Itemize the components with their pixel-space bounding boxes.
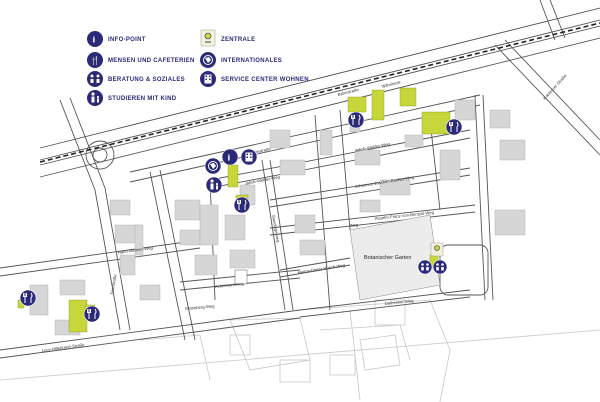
marker-studieren-mit-kind[interactable] bbox=[205, 176, 223, 194]
svg-text:🍴: 🍴 bbox=[90, 55, 100, 65]
legend-item-beratung: BERATUNG & SOZIALES bbox=[87, 71, 185, 87]
label-jakob-welder: Jakob-Welder-Weg bbox=[244, 174, 281, 186]
marker-beratung-2[interactable] bbox=[432, 259, 448, 275]
road-network bbox=[0, 0, 600, 359]
marker-service-center[interactable] bbox=[240, 148, 258, 166]
legend-label-service: SERVICE CENTER WOHNEN bbox=[221, 77, 309, 83]
svg-text:i: i bbox=[93, 36, 96, 45]
label-anselm-franz: Anselm-Franz-von-Bentzel-Weg bbox=[375, 210, 435, 221]
label-hahn-meitner: Hahn-Meitner-Weg bbox=[117, 245, 153, 255]
label-wilhelmstrasse: Wilhelmstraße bbox=[244, 146, 272, 157]
legend-label-zentrale: ZENTRALE bbox=[221, 37, 255, 43]
label-hanns-dieter: Hanns-Dieter-Hüsch-Weg bbox=[297, 262, 346, 275]
legend-item-mensen: 🍴 MENSEN UND CAFETERIEN bbox=[87, 52, 195, 68]
label-staudinger: Staudingerweg bbox=[271, 214, 281, 243]
legend-label-info-point: INFO-POINT bbox=[108, 37, 146, 43]
buildings bbox=[29, 99, 526, 336]
marker-mensa-west[interactable] bbox=[83, 305, 101, 323]
marker-international[interactable] bbox=[204, 157, 222, 175]
legend-item-kind: STUDIEREN MIT KIND bbox=[87, 90, 177, 106]
svg-text:i: i bbox=[228, 154, 231, 163]
family-icon bbox=[87, 90, 103, 106]
marker-mensa-east[interactable] bbox=[445, 118, 463, 136]
marker-info-point[interactable]: i bbox=[221, 148, 239, 166]
marker-mensa-center[interactable] bbox=[233, 196, 251, 214]
info-icon bbox=[87, 31, 103, 47]
faint-street-network bbox=[0, 299, 600, 402]
label-weg: Weg bbox=[350, 222, 360, 228]
legend-label-kind: STUDIEREN MIT KIND bbox=[108, 96, 177, 102]
label-walterstrasse: Wilhelmstr. bbox=[381, 79, 402, 89]
marker-mensa-north[interactable] bbox=[347, 111, 365, 129]
map-markers: i bbox=[19, 111, 463, 323]
label-bahnstrasse: Bahnstraße bbox=[337, 87, 360, 97]
label-jakob-welder-2: Jakob-Welder-Weg bbox=[354, 141, 391, 153]
label-botanischer-garten: Botanischer Garten bbox=[364, 255, 411, 261]
people-icon bbox=[87, 71, 103, 87]
fork-knife-icon bbox=[87, 52, 103, 68]
marker-beratung-1[interactable] bbox=[417, 259, 433, 275]
legend-label-beratung: BERATUNG & SOZIALES bbox=[108, 77, 185, 83]
legend-label-mensen: MENSEN UND CAFETERIEN bbox=[108, 58, 195, 64]
legend-item-service: SERVICE CENTER WOHNEN bbox=[200, 71, 309, 87]
label-gutenberg: Gutenberg-Weg bbox=[185, 303, 216, 311]
railway-track bbox=[39, 22, 600, 163]
legend-item-zentrale: ZENTRALE bbox=[200, 29, 255, 47]
label-dalheimer: Dalheimer Weg bbox=[385, 298, 415, 306]
legend: i INFO-POINT 🍴 MENSEN UND CAFETERIEN BER… bbox=[87, 29, 309, 106]
highlighted-buildings bbox=[17, 87, 451, 333]
legend-item-info-point: i INFO-POINT bbox=[87, 31, 146, 47]
marker-mensa-far-west[interactable] bbox=[19, 289, 37, 307]
marker-zentrale[interactable] bbox=[430, 242, 444, 257]
label-ackermannweg: Ackermannweg bbox=[215, 281, 245, 289]
label-koblenzer: Koblenzer Straße bbox=[542, 73, 568, 101]
legend-label-international: INTERNATIONALES bbox=[221, 58, 282, 64]
botanical-garden bbox=[349, 214, 441, 301]
label-lucy-hillebrand: Lucy-Hillebrand-Straße bbox=[41, 342, 85, 353]
legend-item-international: INTERNATIONALES bbox=[200, 52, 282, 68]
label-saarstrasse: Saarstraße bbox=[109, 273, 118, 295]
